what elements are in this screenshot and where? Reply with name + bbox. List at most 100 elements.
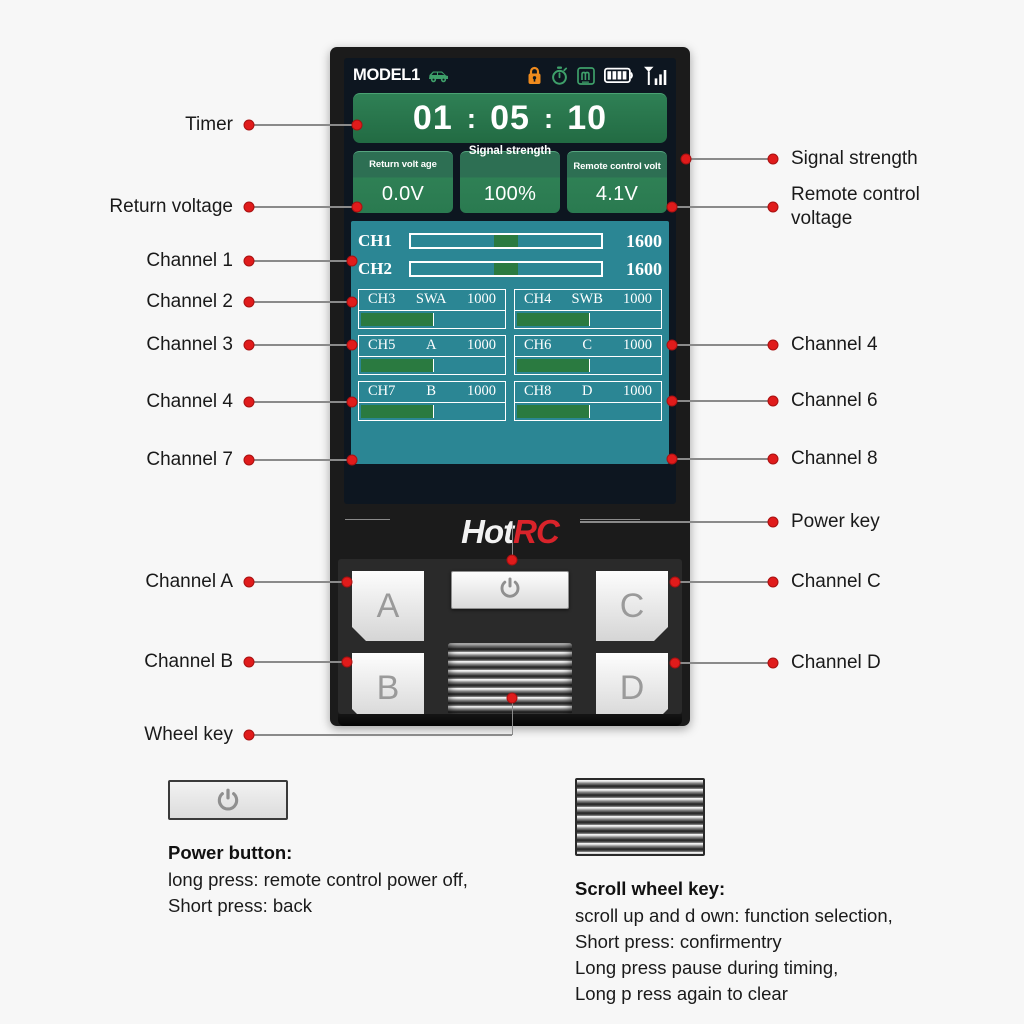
channel-box-value: 1000 <box>622 383 652 399</box>
channel-box-bar <box>359 311 505 328</box>
model-label: MODEL1 <box>353 66 420 84</box>
ch1-slider-track[interactable] <box>409 233 603 249</box>
legend-power: Power button: long press: remote control… <box>168 780 468 919</box>
status-bar: MODEL1 <box>344 58 676 93</box>
legend-wheel-title: Scroll wheel key: <box>575 878 726 899</box>
channel-box-name: CH3 <box>368 291 396 307</box>
annotation-dot-left-timer <box>243 119 255 131</box>
annotation-label-left-timer: Timer <box>185 114 233 135</box>
remote-control-device: MODEL1 <box>330 47 690 726</box>
channel-box-bar <box>515 357 661 374</box>
timer-sep-1: : <box>466 102 477 134</box>
legend-wheel-line-1: scroll up and d own: function selection, <box>575 905 893 926</box>
leader-line-channel-8 <box>672 458 773 460</box>
annotation-label-right-channel-8: Channel 8 <box>791 448 878 469</box>
key-b[interactable]: B <box>352 653 424 723</box>
ch1-slider-knob[interactable] <box>493 235 519 247</box>
timer-sep-2: : <box>543 102 554 134</box>
keypad: A B C D <box>338 559 682 726</box>
annotation-dot-target-channel-6 <box>666 395 678 407</box>
leader-line-channel-4 <box>249 401 352 403</box>
annotation-dot-right-channel-8 <box>767 453 779 465</box>
ch2-label: CH2 <box>358 259 392 278</box>
leader-line-signal-strength <box>686 158 773 160</box>
lock-icon <box>527 66 542 85</box>
leader-line-channel-d <box>675 662 773 664</box>
channel-box-bar <box>359 403 505 420</box>
remote-control-voltage-card: Remote control volt 4.1V <box>567 151 667 213</box>
scroll-wheel-key[interactable] <box>448 643 572 715</box>
annotation-dot-target-power-key <box>506 554 518 566</box>
annotation-label-left-channel-4: Channel 4 <box>146 391 233 412</box>
legend-scroll-wheel-icon <box>575 778 705 856</box>
channel-box-bar-fill <box>361 313 434 326</box>
legend-wheel-line-2: Short press: confirmentry <box>575 931 782 952</box>
annotation-label-right-channel-4: Channel 4 <box>791 334 878 355</box>
annotation-dot-target-channel-c <box>669 576 681 588</box>
legend-power-line-2: Short press: back <box>168 895 312 916</box>
channel-box-bar-fill <box>361 359 434 372</box>
annotation-dot-left-channel-a <box>243 576 255 588</box>
channel-slider-ch1[interactable]: CH1 1600 <box>358 227 662 255</box>
channel-box-value: 1000 <box>622 291 652 307</box>
signal-bars-icon <box>643 65 669 86</box>
annotation-dot-left-return-voltage <box>243 201 255 213</box>
annotation-dot-target-channel-4 <box>666 339 678 351</box>
signal-strength-card: Signal strength 100% <box>460 145 560 213</box>
stopwatch-icon <box>551 66 568 85</box>
key-d[interactable]: D <box>596 653 668 723</box>
legend-power-button-icon <box>168 780 288 820</box>
ch2-value: 1600 <box>626 258 662 279</box>
annotation-label-right-signal-strength: Signal strength <box>791 148 918 169</box>
return-voltage-card: Return volt age 0.0V <box>353 151 453 213</box>
annotation-dot-target-channel-7 <box>346 454 358 466</box>
power-key[interactable] <box>451 571 569 609</box>
legend-power-line-1: long press: remote control power off, <box>168 869 468 890</box>
leader-line-power-key <box>580 521 773 523</box>
annotation-dot-left-channel-7 <box>243 454 255 466</box>
leader-logo-right <box>580 519 640 521</box>
channel-box-mode: SWA <box>415 291 447 307</box>
annotation-dot-left-channel-4 <box>243 396 255 408</box>
annotation-dot-left-channel-b <box>243 656 255 668</box>
annotation-dot-target-channel-2 <box>346 296 358 308</box>
annotation-dot-target-channel-8 <box>666 453 678 465</box>
return-voltage-value: 0.0V <box>381 183 425 205</box>
model-memory-icon <box>577 66 595 85</box>
annotation-label-right-channel-c: Channel C <box>791 571 881 592</box>
annotation-dot-right-channel-d <box>767 657 779 669</box>
legend-wheel: Scroll wheel key: scroll up and d own: f… <box>575 778 893 1007</box>
annotation-dot-target-channel-4 <box>346 396 358 408</box>
annotation-label-left-return-voltage: Return voltage <box>109 196 233 217</box>
leader-line-wheel-key <box>249 734 512 736</box>
key-a[interactable]: A <box>352 571 424 641</box>
channel-box-bar-fill <box>361 405 434 418</box>
channel-box-mode: C <box>582 337 593 353</box>
timer-minutes: 05 <box>490 99 530 137</box>
annotation-dot-target-channel-1 <box>346 255 358 267</box>
annotation-dot-left-channel-1 <box>243 255 255 267</box>
ch2-slider-knob[interactable] <box>493 263 519 275</box>
channel-box-value: 1000 <box>466 383 496 399</box>
annotation-dot-target-return-voltage <box>351 201 363 213</box>
channel-box-bar-fill <box>517 405 590 418</box>
leader-line-channel-a <box>249 581 347 583</box>
car-icon <box>427 68 450 83</box>
ch2-slider-track[interactable] <box>409 261 603 277</box>
timer-panel[interactable]: 01 : 05 : 10 <box>353 93 667 143</box>
power-icon <box>498 576 522 605</box>
key-c[interactable]: C <box>596 571 668 641</box>
channel-slider-ch2[interactable]: CH2 1600 <box>358 255 662 283</box>
channel-box-name: CH4 <box>524 291 552 307</box>
annotation-dot-left-channel-3 <box>243 339 255 351</box>
